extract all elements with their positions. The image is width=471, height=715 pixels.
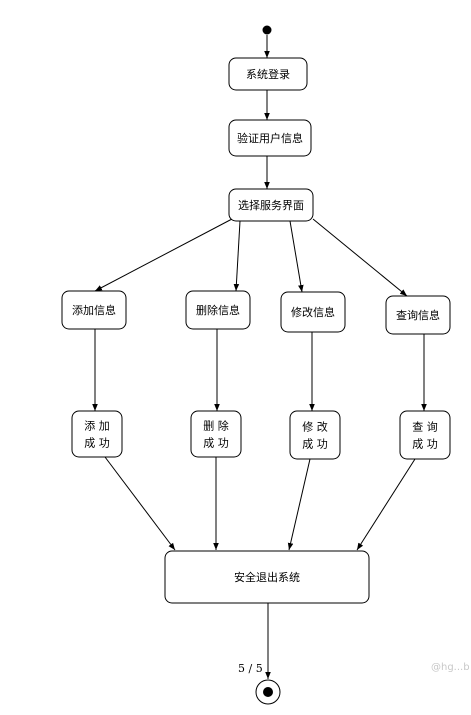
node-label: 安全退出系统 (234, 570, 300, 584)
edge-query-ok-to-exit (356, 458, 416, 551)
node-select: 选择服务界面 (228, 188, 314, 222)
edge-select-to-modify (289, 220, 304, 293)
node-label: 修改信息 (291, 305, 335, 319)
edge-add-ok-to-exit (104, 456, 176, 551)
node-add-ok: 添 加成 功 (71, 410, 123, 458)
node-label: 系统登录 (246, 67, 290, 81)
node-query-ok: 查 询成 功 (399, 410, 451, 460)
edge-select-to-add (94, 218, 233, 292)
node-modify: 修改信息 (280, 291, 346, 333)
node-label: 添 加 (84, 419, 110, 433)
start-node (262, 25, 272, 35)
node-label: 成 功 (412, 438, 438, 451)
page-number: 5 / 5 (238, 662, 263, 675)
node-label: 成 功 (302, 438, 328, 451)
node-modify-ok: 修 改成 功 (289, 410, 341, 460)
node-login: 系统登录 (228, 57, 308, 91)
node-exit: 安全退出系统 (164, 550, 370, 604)
node-label: 查 询 (412, 420, 438, 434)
node-label: 成 功 (84, 437, 110, 450)
watermark: @hg...b (431, 662, 470, 673)
node-add: 添加信息 (61, 290, 127, 330)
node-label: 选择服务界面 (238, 198, 304, 212)
node-label: 查询信息 (396, 308, 440, 322)
end-node (255, 679, 281, 705)
node-query: 查询信息 (385, 295, 451, 335)
edge-select-to-query (312, 218, 408, 297)
node-delete: 删除信息 (185, 290, 251, 330)
node-verify: 验证用户信息 (228, 119, 312, 157)
node-label: 添加信息 (72, 303, 116, 317)
edge-select-to-delete (233, 220, 241, 292)
node-delete-ok: 删 除成 功 (190, 410, 242, 458)
edge-modify-ok-to-exit (287, 458, 311, 551)
node-label: 验证用户信息 (237, 131, 303, 145)
node-label: 成 功 (203, 437, 229, 450)
node-label: 删除信息 (196, 303, 240, 317)
node-label: 修 改 (302, 420, 328, 434)
node-label: 删 除 (203, 419, 229, 433)
